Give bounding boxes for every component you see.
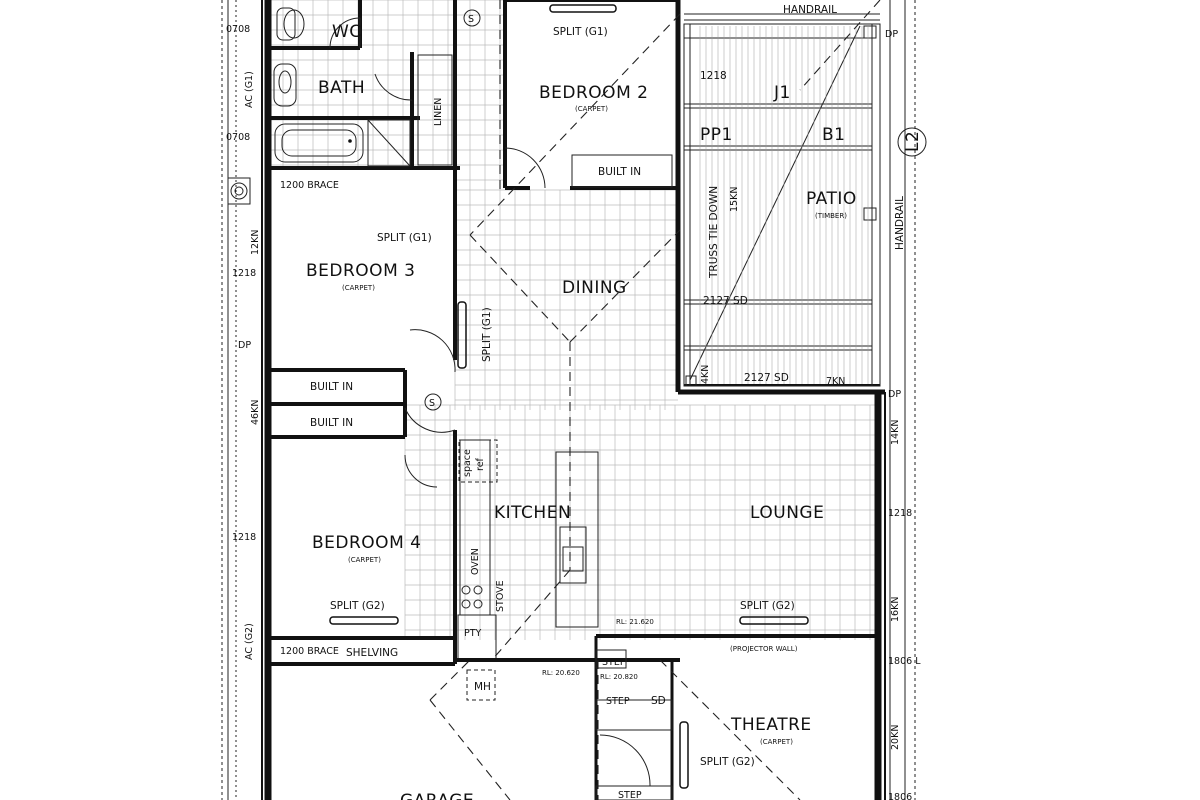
truss-tie-down: TRUSS TIE DOWN [708, 186, 720, 279]
room-label-bedroom-2: BEDROOM 2 [539, 83, 648, 103]
window-1218-bed3: 1218 [232, 268, 256, 279]
kn-16: 16KN [890, 597, 901, 622]
kn-4: 4KN [700, 365, 711, 384]
meter-hole-box [466, 669, 496, 701]
kn-7: 7KN [826, 376, 845, 387]
brace-bottom: 1200 BRACE [280, 646, 339, 657]
ac-outdoor-unit-icon [227, 177, 251, 205]
sliding-door-2: 2127 SD [744, 372, 789, 384]
meter-hole-label: MH [474, 681, 491, 693]
room-label-patio: PATIO [806, 189, 857, 209]
handrail-side: HANDRAIL [894, 196, 906, 250]
kn-20: 20KN [890, 725, 901, 750]
smoke-label-2: S [429, 398, 435, 409]
tile-grid [267, 0, 878, 640]
sd-theatre: SD [651, 695, 666, 707]
room-label-dining: DINING [562, 278, 627, 298]
room-label-bath: BATH [318, 78, 365, 98]
kn-46: 46KN [250, 400, 261, 425]
b1-label: B1 [822, 125, 845, 145]
pantry-label: PTY [464, 628, 482, 639]
fridge-space-box [458, 439, 498, 483]
dp-top: DP [885, 29, 898, 40]
stove-icon [461, 585, 483, 609]
window-1218-lounge: 1218 [888, 508, 912, 519]
built-in-2: BUILT IN [310, 417, 353, 429]
rl-3: RL: 20.820 [600, 673, 638, 681]
window-0708-mid: 0708 [226, 132, 250, 143]
built-in-1: BUILT IN [310, 381, 353, 393]
j1-label: J1 [773, 83, 791, 103]
theatre-floor: (CARPET) [760, 738, 793, 746]
space-label: space [462, 449, 473, 477]
ac-g2-label: AC (G2) [244, 623, 255, 660]
rl-1: RL: 21.620 [616, 618, 654, 626]
l2-label: L2 [903, 131, 923, 152]
shelving-label: SHELVING [346, 647, 398, 659]
door-swings [329, 17, 651, 787]
dp-left: DP [238, 340, 251, 351]
linen-label: LINEN [433, 98, 444, 126]
bedroom-3-floor: (CARPET) [342, 284, 375, 292]
step-3: STEP [618, 790, 642, 800]
patio-floor: (TIMBER) [815, 212, 847, 220]
pp1-label: PP1 [700, 125, 733, 145]
smoke-detector-icon [424, 9, 481, 411]
rl-2: RL: 20.620 [542, 669, 580, 677]
split-dining: SPLIT (G1) [481, 307, 493, 362]
projector-wall-label: (PROJECTOR WALL) [730, 645, 798, 653]
boundary-lines [221, 0, 916, 800]
room-label-bedroom-3: BEDROOM 3 [306, 261, 415, 281]
step-1: STEP [602, 657, 626, 668]
ceiling-lines [429, 0, 881, 800]
split-bedroom-3: SPLIT (G1) [377, 232, 432, 244]
sliding-door-1: 2127 SD [703, 295, 748, 307]
bedroom-2-floor: (CARPET) [575, 105, 608, 113]
kn-12: 12KN [250, 230, 261, 255]
window-1218-patio: 1218 [700, 70, 727, 82]
room-label-theatre: THEATRE [730, 715, 812, 735]
dp-right: DP [888, 389, 901, 400]
split-theatre: SPLIT (G2) [700, 756, 755, 768]
bathroom-fixtures [273, 7, 411, 167]
room-label-wc: WC [332, 22, 362, 42]
built-in-bedroom-2: BUILT IN [598, 166, 641, 178]
level-marker-icon [897, 127, 927, 157]
split-lounge: SPLIT (G2) [740, 600, 795, 612]
room-label-lounge: LOUNGE [750, 503, 824, 523]
step-2: STEP [606, 696, 630, 707]
patio-boards [699, 26, 869, 384]
oven-label: OVEN [470, 548, 481, 575]
handrail-top: HANDRAIL [783, 4, 837, 16]
split-bedroom-2: SPLIT (G1) [553, 26, 608, 38]
exterior-walls [261, 0, 886, 800]
window-1806-bottom: 1806 [888, 792, 912, 800]
truss-15kn: 15KN [729, 187, 740, 212]
patio-frame [683, 0, 891, 800]
split-bedroom-4: SPLIT (G2) [330, 600, 385, 612]
ac-g1-label: AC (G1) [244, 71, 255, 108]
window-1218-bed4: 1218 [232, 532, 256, 543]
stove-label: STOVE [495, 580, 506, 612]
room-label-kitchen: KITCHEN [494, 503, 571, 523]
window-1806: 1806 L [888, 656, 921, 667]
bedroom-4-floor: (CARPET) [348, 556, 381, 564]
interior-walls [268, 0, 878, 800]
kn-14: 14KN [890, 420, 901, 445]
room-label-garage: GARAGE [400, 791, 474, 800]
brace-top: 1200 BRACE [280, 180, 339, 191]
window-0708-top: 0708 [226, 24, 250, 35]
split-units [329, 4, 809, 789]
ref-label: ref [475, 457, 486, 471]
room-label-bedroom-4: BEDROOM 4 [312, 533, 421, 553]
smoke-label-1: S [468, 14, 474, 25]
